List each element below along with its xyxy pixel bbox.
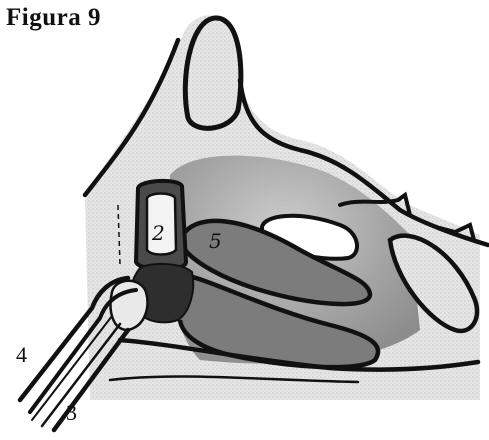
frontal-sinus <box>185 18 241 128</box>
label-3: 3 <box>66 400 77 425</box>
label-2: 2 <box>151 221 165 245</box>
label-4: 4 <box>16 342 27 367</box>
label-5: 5 <box>209 229 222 253</box>
device-balloon <box>111 281 148 330</box>
